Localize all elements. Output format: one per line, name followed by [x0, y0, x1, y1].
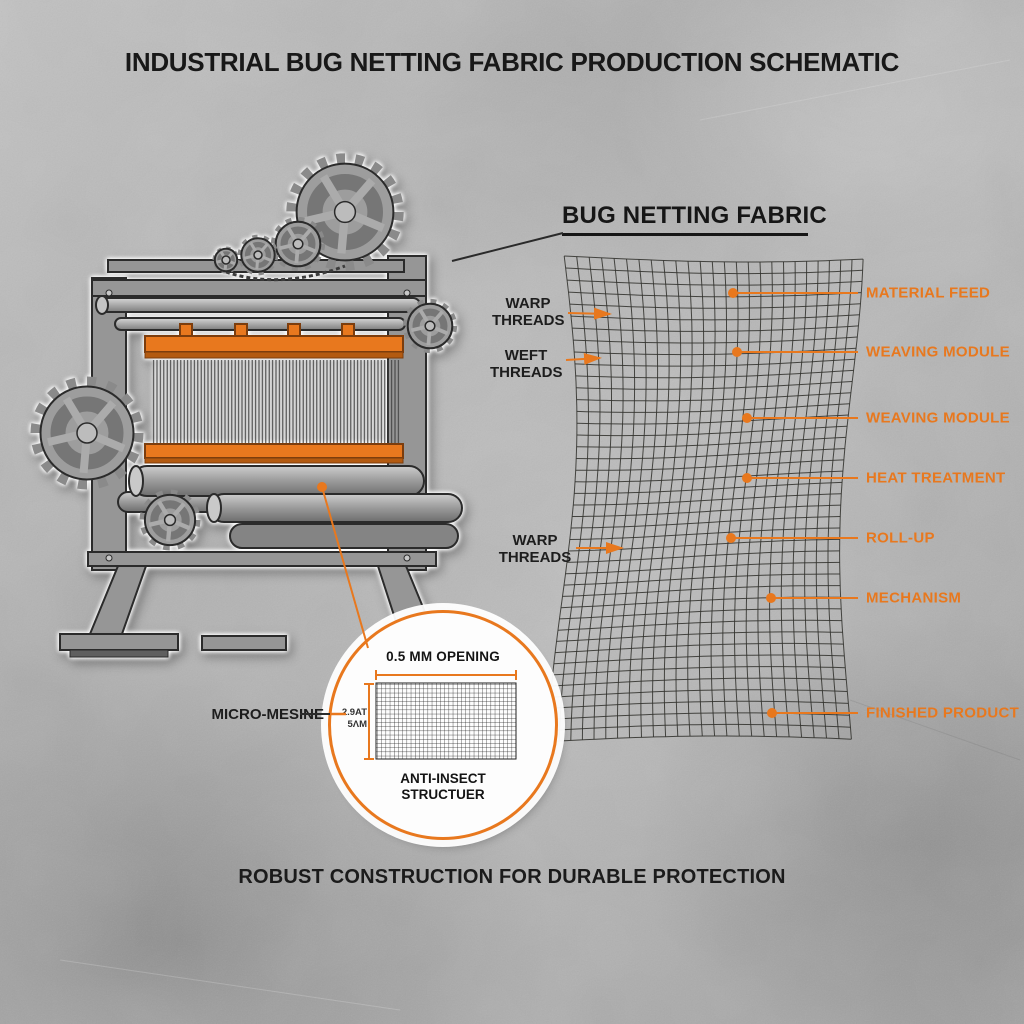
label-weaving-module-1: WEAVING MODULE — [866, 343, 1010, 361]
gear-assembly — [30, 153, 458, 551]
gear-icon — [237, 234, 279, 276]
footer-caption: ROBUST CONSTRUCTION FOR DURABLE PROTECTI… — [238, 866, 786, 888]
label-mechanism: MECHANISM — [866, 589, 962, 607]
weaving-machine-illustration — [30, 153, 490, 658]
page-title: INDUSTRIAL BUG NETTING FABRIC PRODUCTION… — [124, 47, 900, 78]
gear-icon — [402, 298, 458, 354]
gear-icon — [270, 216, 326, 272]
mesh-detail-drawing — [364, 670, 517, 760]
label-micro-mesh: MICRO-MESINE — [211, 706, 325, 723]
gear-icon — [30, 376, 144, 490]
label-weft-threads: WEFT THREADS — [490, 347, 563, 381]
height-measurement — [364, 683, 374, 760]
heading-underline — [562, 233, 808, 236]
weaving-beams — [144, 323, 404, 464]
drive-chain — [225, 264, 346, 282]
bug-netting-mesh-illustration — [547, 255, 864, 743]
gear-icon — [139, 489, 201, 551]
label-roll-up: ROLL-UP — [866, 529, 935, 547]
fine-mesh-sample — [375, 682, 517, 760]
machine-shafts — [95, 295, 421, 331]
fabric-heading: BUG NETTING FABRIC — [562, 202, 827, 229]
opening-size-label: 0.5 MM OPENING — [386, 649, 500, 664]
mesh-detail-inset: 0.5 MM OPENING 2.9AT 5ΛM ANTI-INSECT STR… — [328, 610, 558, 840]
warp-threads-area — [152, 360, 400, 444]
label-finished-product: FINISHED PRODUCT — [866, 704, 1020, 722]
anti-insect-caption: ANTI-INSECT STRUCTUER — [400, 771, 486, 802]
opening-measurement — [375, 670, 517, 680]
gear-icon — [212, 246, 240, 274]
label-weaving-module-2: WEAVING MODULE — [866, 409, 1010, 427]
label-warp-threads-bottom: WARP THREADS — [498, 532, 572, 566]
label-warp-threads-top: WARP THREADS — [492, 295, 565, 329]
label-material-feed: MATERIAL FEED — [866, 284, 991, 302]
mesh-height-label: 2.9AT 5ΛM — [341, 707, 367, 730]
label-heat-treatment: HEAT TREATMENT — [866, 469, 1006, 487]
